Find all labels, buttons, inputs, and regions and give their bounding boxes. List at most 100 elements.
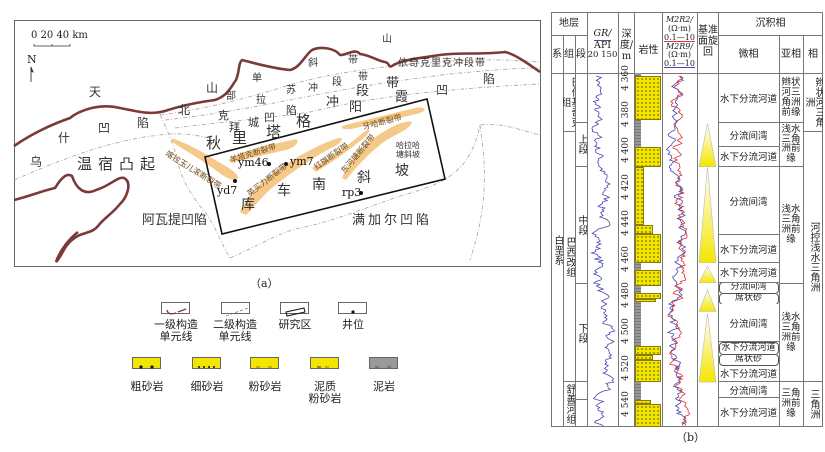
formation-cell-label: 巴西改组 (564, 236, 575, 277)
well-markers (233, 162, 363, 195)
legend-mudstone-icon (369, 357, 398, 369)
header-subfacies: 亚相 (781, 48, 801, 60)
scale-bar-icon (33, 44, 71, 47)
subfacies-cell-label: 浅水三角洲前缘 (781, 123, 801, 165)
map-label: 单 (252, 73, 262, 84)
fault-zone-yaha (341, 107, 425, 130)
header-member: 段 (576, 48, 586, 60)
member-cell: 上段 (575, 123, 587, 167)
map-label: 天 (89, 85, 102, 99)
facies-cell-label: 辫状河三角洲 (803, 77, 823, 128)
subfacies-cell: 浅水三角洲前缘 (779, 123, 803, 167)
map-label: 山 (206, 81, 219, 95)
member-cell: 中段 (575, 167, 587, 285)
lithology-bed-fine-sandstone (635, 345, 661, 355)
column-divider (718, 12, 719, 427)
map-label: 陷 (286, 104, 297, 117)
legend-label: 井位 (342, 318, 364, 331)
map-label: 里 (232, 129, 248, 147)
column-divider (634, 12, 635, 427)
res2-range: 0.1—10 (664, 59, 695, 69)
lithology-bed-fine-sandstone (635, 403, 661, 428)
map-label: 城 (248, 116, 259, 129)
map-label: 凹 (436, 83, 449, 97)
res1-title: M2R2/ (665, 15, 694, 25)
system-cell-label: 白垩系 (552, 235, 563, 265)
legend-label: 细砂岩 (190, 380, 224, 393)
gr-curve (590, 75, 616, 426)
member-cell-label: 下段 (576, 322, 587, 343)
caption-a: （a） (250, 277, 279, 290)
fault-zone-hongqi (312, 129, 370, 172)
map-label: 凹 (98, 121, 111, 135)
legend-label: 研究区 (278, 318, 312, 331)
member-cell (575, 73, 587, 124)
well-rp3-marker (359, 191, 363, 195)
lithology-bed-fine-sandstone (635, 146, 661, 167)
microfacies-cell-label: 席状砂 (718, 354, 779, 366)
system-cell: 白垩系 (551, 73, 563, 427)
map-label-awati-depression: 阿瓦提凹陷 (142, 213, 208, 228)
microfacies-cell: 分流间湾 (718, 167, 779, 236)
column-divider (697, 12, 698, 427)
microfacies-cell-label: 水下分流河道 (718, 342, 779, 355)
header-gr: GR/ API 20 150 (587, 25, 618, 65)
microfacies-cell: 水下分流河道 (718, 73, 779, 124)
header-divider (718, 35, 823, 36)
column-divider (575, 35, 576, 427)
m2r9-curve (665, 75, 687, 426)
res2-unit: (Ω·m) (667, 50, 691, 60)
microfacies-cell: 水下分流河道 (718, 366, 779, 383)
facies-cell: 河控浅水三角洲 (803, 132, 823, 383)
microfacies-cell: 分流间湾 (718, 282, 779, 294)
map-label: 段 (332, 77, 342, 88)
member-cell (575, 400, 587, 427)
fault-zone-yingmaili (240, 137, 342, 215)
header-divider (551, 35, 587, 36)
north-label: N (27, 53, 37, 66)
legend-study-area-icon (280, 302, 309, 317)
legend-label: 泥质 粉砂岩 (308, 380, 342, 406)
legend-label: 泥岩 (373, 380, 395, 393)
map-panel (14, 20, 541, 267)
column-divider (779, 35, 780, 427)
legend-first-order-boundary-icon (161, 302, 190, 315)
lithology-bed-fine-sandstone (635, 76, 661, 120)
fault-zone-donghetang (342, 121, 412, 180)
column-divider (662, 12, 663, 427)
map-label: 苏 (286, 85, 296, 96)
well-yd7-marker (233, 179, 237, 183)
lithology-bed-fine-sandstone (635, 360, 661, 383)
map-label: 拜 (229, 121, 240, 134)
map-label: 乌 (30, 155, 43, 169)
subfacies-cell-label: 浅水三角洲前缘 (781, 311, 801, 353)
header-depth: 深度/m (619, 28, 634, 62)
map-label: 阳 (349, 100, 363, 115)
caption-b: （b） (676, 431, 706, 444)
map-label: 霞 (395, 90, 409, 105)
res1-unit: (Ω·m) (667, 23, 691, 33)
header-facies: 相 (808, 48, 818, 60)
member-cell-label: 中段 (576, 215, 587, 235)
base-level-cycle-triangle (698, 313, 717, 383)
header-resistivity: M2R2/ (Ω·m) 0.1—10 M2R9/ (Ω·m) 0.1—10 (662, 12, 697, 73)
map-label: 坡 (395, 163, 409, 179)
well-ym7-marker (284, 162, 288, 166)
base-level-cycle-triangle (698, 123, 717, 167)
formation-cell: 巴西改组 (563, 132, 575, 383)
column-divider (563, 35, 564, 427)
gr-title: GR/ (593, 28, 612, 40)
fault-zone-yangtake (228, 139, 298, 163)
map-label: 陷 (483, 72, 496, 86)
map-label: 山 (382, 34, 392, 45)
well-label-ym7: ym7 (290, 155, 314, 168)
microfacies-cell-label: 分流间湾 (729, 318, 768, 330)
microfacies-cell-label: 水下分流河道 (719, 369, 777, 381)
microfacies-cell: 水下分流河道 (718, 398, 779, 427)
map-label-manjiaer-depression: 满加尔凹陷 (352, 213, 433, 228)
microfacies-cell-label: 水下分流河道 (719, 244, 777, 256)
map-label: 段 (356, 84, 370, 99)
map-label: 带 (358, 72, 368, 83)
lithology-bed-fine-sandstone (635, 298, 656, 303)
map-label-wensu-uplift: 温宿凸起 (77, 155, 162, 173)
